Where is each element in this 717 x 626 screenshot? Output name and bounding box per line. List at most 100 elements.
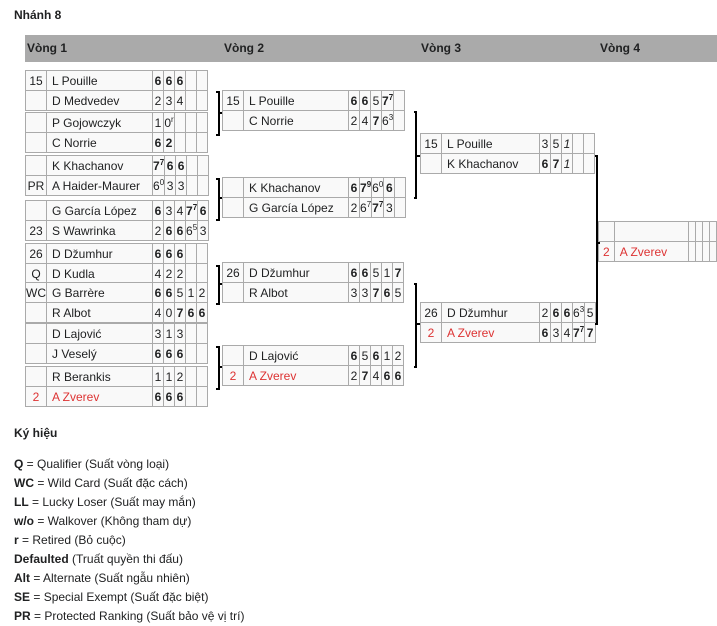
set-score: 1 [163,323,175,344]
set-score: 65 [184,220,199,241]
legend-description: = Wild Card (Suất đặc cách) [34,476,188,490]
tiebreak-score: 3 [388,112,394,122]
set-games: 4 [154,305,162,320]
set-games: 2 [350,113,358,128]
player-row [598,221,717,242]
set-score: 6 [174,220,186,241]
set-games: 6 [350,93,358,108]
set-games: 6 [153,178,160,193]
set-score: 7 [359,365,371,386]
legend-abbreviation: SE [14,590,31,604]
set-score: 1 [152,366,164,387]
bracket-connector-line [216,134,219,136]
set-score: 3 [550,322,562,343]
bracket-connector-line [216,303,219,305]
set-games: 4 [176,203,184,218]
set-score: 6 [174,243,186,264]
set-games: 4 [176,93,184,108]
player-name: K Khachanov [46,155,153,176]
set-score: 63 [380,110,395,131]
set-games: 6 [383,368,391,383]
set-score: 6 [359,262,371,283]
set-games: 6 [552,305,560,320]
tiebreak-score: 0 [159,177,165,187]
set-games: 4 [154,266,162,281]
player-name: A Zverev [46,386,153,407]
set-games: 7 [361,368,369,383]
set-score: 6 [196,302,208,323]
set-score: 6 [348,90,360,111]
empty-set-cell [185,366,197,387]
set-games: 7 [586,325,594,340]
player-name [613,221,689,242]
tiebreak-score: 7 [366,199,372,209]
legend-item: Defaulted (Truất quyền thi đấu) [14,550,244,569]
set-score: 3 [163,90,175,111]
set-score: 77 [184,200,199,221]
legend-abbreviation: r [14,533,19,547]
set-score: 77 [571,322,586,343]
empty-set-cell [185,386,197,407]
bracket-connector-line [417,155,420,157]
set-score: 6 [383,177,396,198]
round-label-2: Vòng 2 [224,41,265,55]
set-score: 4 [174,90,186,111]
set-score: 6 [163,243,175,264]
set-score: 1 [163,366,175,387]
set-score: 6 [174,343,186,364]
legend-abbreviation: Q [14,457,24,471]
set-games: 2 [165,135,173,150]
set-games: 7 [176,305,184,320]
empty-set-cell [196,343,208,364]
player-name: L Pouille [441,133,540,154]
empty-set-cell [196,243,208,264]
set-games: 3 [350,285,358,300]
set-games: 3 [541,136,549,151]
player-name: L Pouille [243,90,349,111]
set-games: 2 [154,93,162,108]
set-score: 7 [392,262,404,283]
set-games: 6 [350,180,358,195]
set-score: 6 [359,90,371,111]
set-games: 6 [573,305,580,320]
set-score: 6 [152,243,164,264]
set-games: 7 [382,93,389,108]
empty-set-cell [701,241,710,262]
empty-set-cell [196,112,208,133]
player-name: L Pouille [46,70,153,91]
set-games: 4 [372,368,380,383]
set-score: 5 [392,282,404,303]
bracket-connector-line [216,219,219,221]
set-games: 6 [199,203,207,218]
empty-set-cell [687,241,696,262]
set-games: 5 [394,285,402,300]
empty-set-cell [197,155,210,176]
bracket-connector-line [216,346,219,348]
set-score: 6 [163,220,175,241]
set-score: 5 [370,262,382,283]
set-games: 6 [372,180,379,195]
set-score: 6 [163,343,175,364]
set-games: 6 [372,348,380,363]
empty-set-cell [583,133,595,154]
set-games: 6 [154,285,162,300]
player-seed [222,345,244,366]
player-name: J Veselý [46,343,153,364]
set-score: 6 [152,132,164,153]
set-games: 1 [383,348,391,363]
set-games: 5 [552,136,560,151]
player-seed [420,153,442,174]
tiebreak-score: 7 [159,157,165,167]
empty-set-cell [393,90,406,111]
legend-item: WC = Wild Card (Suất đặc cách) [14,474,244,493]
legend-abbreviation: Defaulted [14,552,69,566]
